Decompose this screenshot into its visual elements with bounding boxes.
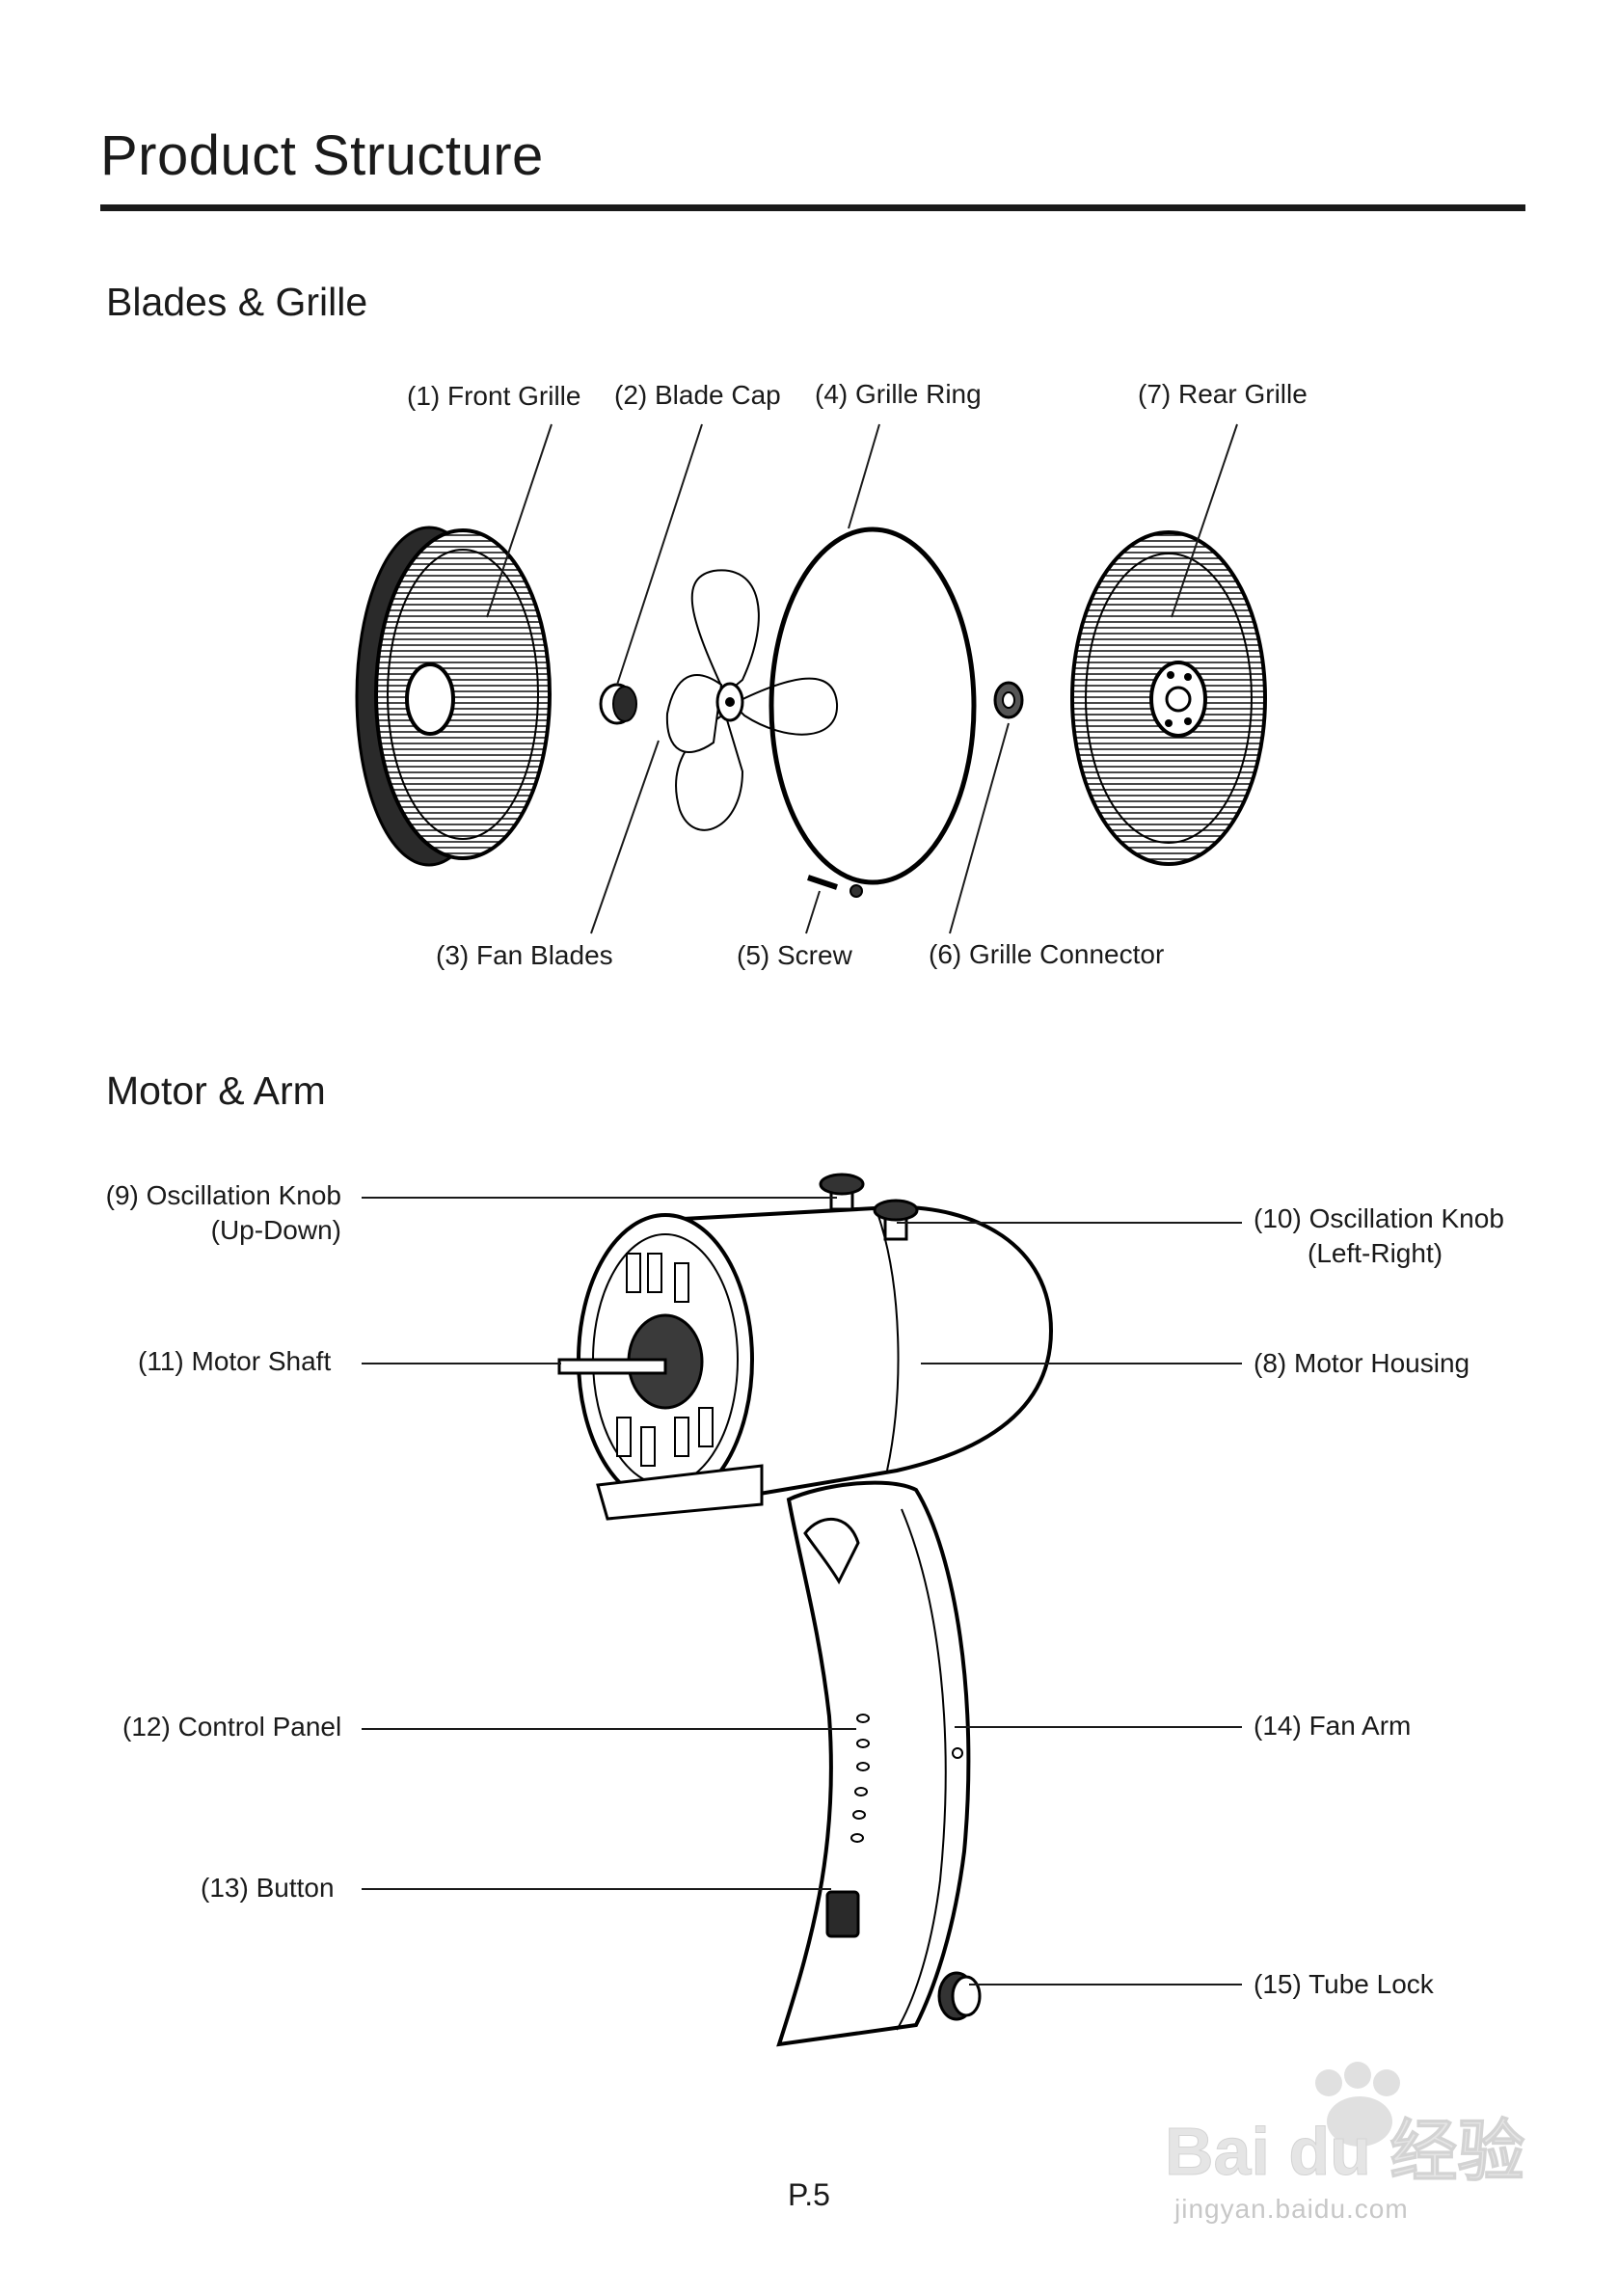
button-drawing [825, 1890, 860, 1938]
section-heading-motor: Motor & Arm [106, 1068, 326, 1113]
fan-arm-drawing [776, 1480, 982, 2047]
label-button: (13) Button [201, 1873, 335, 1903]
label-rear-grille: (7) Rear Grille [1138, 379, 1308, 409]
label-control-panel: (12) Control Panel [122, 1712, 342, 1742]
control-panel-drawing [850, 1714, 870, 1843]
label-fan-arm: (14) Fan Arm [1254, 1711, 1412, 1741]
baidu-paw-icon: Bai du 经验 [1165, 2062, 1525, 2190]
section-heading-blades: Blades & Grille [106, 280, 368, 324]
page-number: P.5 [788, 2177, 830, 2212]
label-oscillation-knob-up-down: (9) Oscillation Knob (Up-Down) [58, 1178, 341, 1248]
blade-cap-drawing [599, 683, 637, 725]
oscillation-knob-up-down-drawing [819, 1173, 865, 1211]
label-front-grille: (1) Front Grille [407, 381, 581, 411]
label-grille-connector: (6) Grille Connector [929, 939, 1165, 969]
watermark: Bai du 经验 jingyan.baidu.com [1155, 2054, 1560, 2247]
tube-lock-drawing [937, 1971, 982, 2021]
label-motor-shaft: (11) Motor Shaft [138, 1346, 332, 1376]
label-fan-blades: (3) Fan Blades [436, 940, 613, 970]
watermark-brand: Bai du 经验 [1165, 2114, 1524, 2189]
label-grille-ring: (4) Grille Ring [815, 379, 982, 409]
label-motor-housing: (8) Motor Housing [1254, 1348, 1470, 1378]
label-oscillation-knob-left-right-line2: (Left-Right) [1308, 1238, 1443, 1268]
grille-connector-drawing [993, 681, 1024, 719]
motor-shaft-drawing [557, 1358, 667, 1375]
motor-leader-lines [362, 1197, 1242, 1985]
watermark-url: jingyan.baidu.com [1174, 2194, 1409, 2224]
rear-grille-drawing [1070, 530, 1267, 866]
motor-housing-drawing [557, 1173, 1054, 1521]
page-title: Product Structure [100, 124, 544, 187]
grille-ring-drawing [769, 527, 977, 885]
screw-drawing [807, 875, 863, 898]
label-tube-lock: (15) Tube Lock [1254, 1969, 1434, 1999]
label-oscillation-knob-left-right: (10) Oscillation Knob (Left-Right) [1254, 1202, 1504, 1271]
blades-leader-lines [486, 423, 1238, 934]
label-screw: (5) Screw [737, 940, 852, 970]
label-blade-cap: (2) Blade Cap [614, 380, 781, 410]
label-oscillation-knob-up-down-line2: (Up-Down) [210, 1215, 341, 1245]
front-grille-drawing [355, 526, 552, 867]
fan-blades-drawing [665, 569, 839, 831]
oscillation-knob-left-right-drawing [873, 1199, 919, 1241]
label-oscillation-knob-left-right-line1: (10) Oscillation Knob [1254, 1203, 1504, 1233]
title-rule [100, 204, 1525, 211]
label-oscillation-knob-up-down-line1: (9) Oscillation Knob [105, 1180, 341, 1210]
